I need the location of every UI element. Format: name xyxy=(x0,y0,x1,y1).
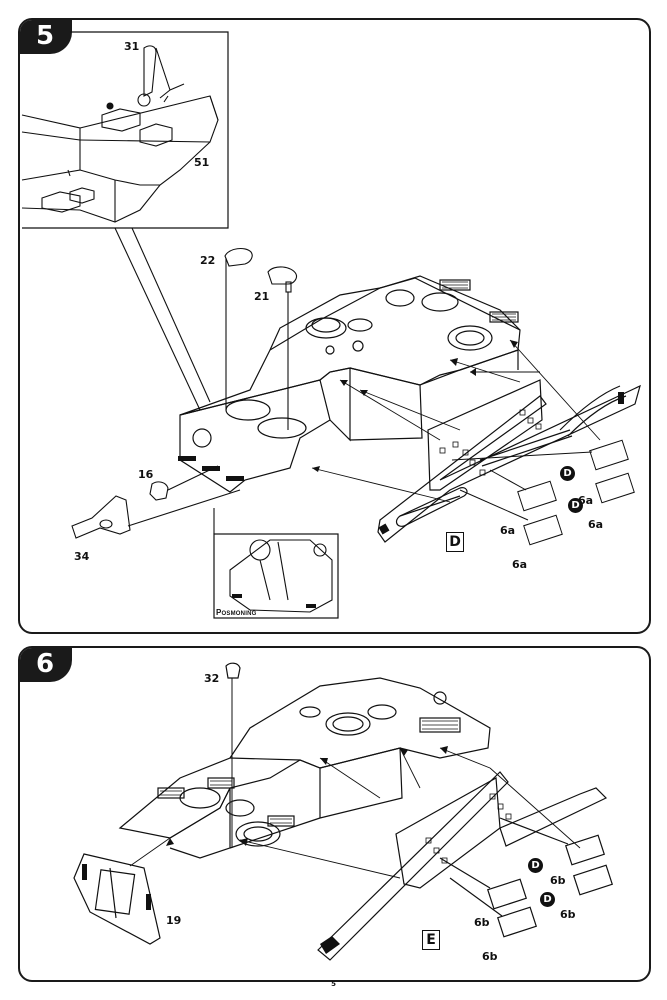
decal-marker-d-upper: D xyxy=(560,466,575,481)
part-22-drawing xyxy=(224,247,253,267)
track-links-6a xyxy=(451,439,635,546)
part-label-51: 51 xyxy=(194,156,210,169)
positioning-caption: Posmoning xyxy=(216,608,257,617)
positioning-inset xyxy=(213,508,339,619)
part-label-19: 19 xyxy=(166,914,182,927)
side-label-d: D xyxy=(446,532,464,552)
decal-marker-d-lower: D xyxy=(540,892,555,907)
step-6-number-badge: 6 xyxy=(20,648,72,682)
step-5-panel: 5 xyxy=(18,18,651,634)
part-label-6b-lower: 6b xyxy=(482,950,498,963)
part-label-31: 31 xyxy=(124,40,140,53)
part-32-drawing xyxy=(225,662,241,679)
part-label-6b-right: 6b xyxy=(560,908,576,921)
step-6-panel: 6 xyxy=(18,646,651,982)
decal-marker-d-upper: D xyxy=(528,858,543,873)
step-6-assembly-drawing xyxy=(73,662,614,961)
part-label-6a-lower: 6a xyxy=(512,558,528,571)
page-number: 5 xyxy=(331,980,336,988)
part-34-drawing xyxy=(71,495,131,539)
side-label-e: E xyxy=(422,930,440,950)
hull-superstructure xyxy=(179,275,521,493)
part-label-6a-right: 6a xyxy=(588,518,604,531)
part-16-drawing xyxy=(149,481,169,501)
part-label-16: 16 xyxy=(138,468,154,481)
decal-marker-d-lower: D xyxy=(568,498,583,513)
part-label-6a-left: 6a xyxy=(500,524,516,537)
part-label-34: 34 xyxy=(74,550,90,563)
side-plate-d xyxy=(377,379,641,543)
rear-plate-19 xyxy=(73,853,161,945)
part-label-32: 32 xyxy=(204,672,220,685)
step-5-number-badge: 5 xyxy=(20,20,72,54)
step-5-assembly-drawing xyxy=(21,31,641,619)
part-label-6b-upper: 6b xyxy=(550,874,566,887)
part-label-22: 22 xyxy=(200,254,216,267)
interior-detail-inset xyxy=(21,31,229,229)
track-links-6b xyxy=(439,817,614,938)
part-label-6b-left: 6b xyxy=(474,916,490,929)
part-21-drawing xyxy=(267,266,298,285)
hull-rear-view xyxy=(118,677,491,859)
side-plate-e xyxy=(317,771,608,961)
part-label-21: 21 xyxy=(254,290,270,303)
